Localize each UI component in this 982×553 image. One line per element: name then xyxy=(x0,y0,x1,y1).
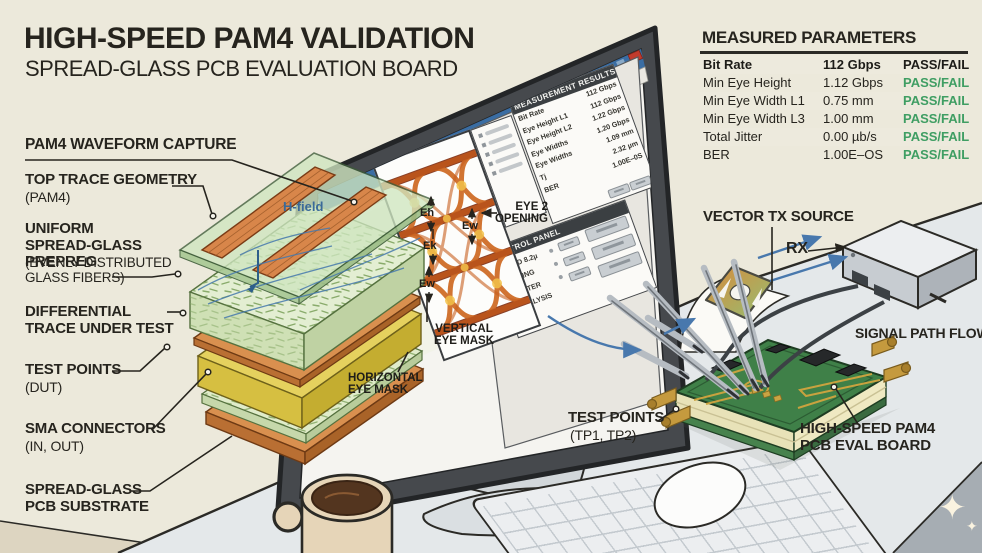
signal-path-flow-label: SIGNAL PATH FLOW xyxy=(855,325,982,341)
table-row: Min Eye Height 1.12 Gbps PASS/FAIL xyxy=(703,74,970,90)
eye-width-upper-label: Ew xyxy=(462,220,478,232)
measured-parameters-header: MEASURED PARAMETERS xyxy=(702,28,917,47)
callout-test-points-sub: (DUT) xyxy=(25,379,63,395)
sparkle-icon: ✦ xyxy=(938,489,967,527)
rx-label: RX xyxy=(786,240,808,257)
vector-tx-box[interactable] xyxy=(840,219,979,310)
callout-sma-sub: (IN, OUT) xyxy=(25,438,84,454)
probes xyxy=(606,258,770,400)
table-row: Min Eye Width L1 0.75 mm PASS/FAIL xyxy=(700,91,969,110)
eye2-opening-label: EYE 2 OPENING xyxy=(494,201,548,226)
layer-top-glass-sheet xyxy=(178,152,435,319)
callout-differential-trace: DIFFERENTIAL TRACE UNDER TEST xyxy=(25,303,174,337)
test-points-tp-label: TEST POINTS xyxy=(568,409,665,426)
sparkle-icon: ✦ xyxy=(966,518,978,534)
callout-prepreg: UNIFORM SPREAD-GLASS PREPREG xyxy=(25,220,142,270)
h-field-label: H-field xyxy=(283,199,324,214)
eye-height-label: Eh xyxy=(420,207,435,219)
eye-diagram-panel xyxy=(372,129,542,362)
vector-tx-source-label: VECTOR TX SOURCE xyxy=(703,208,854,225)
callout-top-trace-sub: (PAM4) xyxy=(25,189,71,205)
sma-connectors xyxy=(646,335,912,429)
page-title: HIGH-SPEED PAM4 VALIDATION xyxy=(24,22,475,55)
callout-substrate: SPREAD-GLASS PCB SUBSTRATE xyxy=(25,481,149,515)
signal-flow-arrows xyxy=(547,234,849,359)
eval-board-label: HIGH-SPEED PAM4 PCB EVAL BOARD xyxy=(800,420,936,454)
table-row: Total Jitter 0.00 µb/s PASS/FAIL xyxy=(700,127,969,146)
eye-k-label: Ek xyxy=(423,240,437,252)
callout-top-trace-geometry: TOP TRACE GEOMETRY xyxy=(25,171,197,188)
horizontal-eye-mask-label: HORIZONTAL EYE MASK xyxy=(348,372,423,397)
eye-width-lower-label: Ew xyxy=(419,278,435,290)
callout-pam4-waveform-capture: PAM4 WAVEFORM CAPTURE xyxy=(25,136,237,153)
test-points-tp-sub: (TP1, TP2) xyxy=(570,427,637,443)
callout-test-points: TEST POINTS xyxy=(25,361,122,378)
page-subtitle: SPREAD-GLASS PCB EVALUATION BOARD xyxy=(25,56,458,81)
vertical-eye-mask-label: VERTICAL EYE MASK xyxy=(433,323,495,348)
measured-parameters-table: MEASURED PARAMETERS Bit Rate 112 Gbps PA… xyxy=(700,28,970,164)
pam4-eye-diagram xyxy=(380,148,531,338)
table-row: Bit Rate 112 Gbps PASS/FAIL xyxy=(700,55,969,74)
table-row: BER 1.00E–OS PASS/FAIL xyxy=(703,146,970,162)
h-field-lines xyxy=(197,227,421,319)
callout-sma-connectors: SMA CONNECTORS xyxy=(25,420,166,437)
ic-chips xyxy=(710,343,868,377)
table-row: Min Eye Width L3 1.00 mm PASS/FAIL xyxy=(703,110,970,126)
callout-prepreg-sub: (EVENLY DISTRIBUTED GLASS FIBERS) xyxy=(25,255,172,285)
